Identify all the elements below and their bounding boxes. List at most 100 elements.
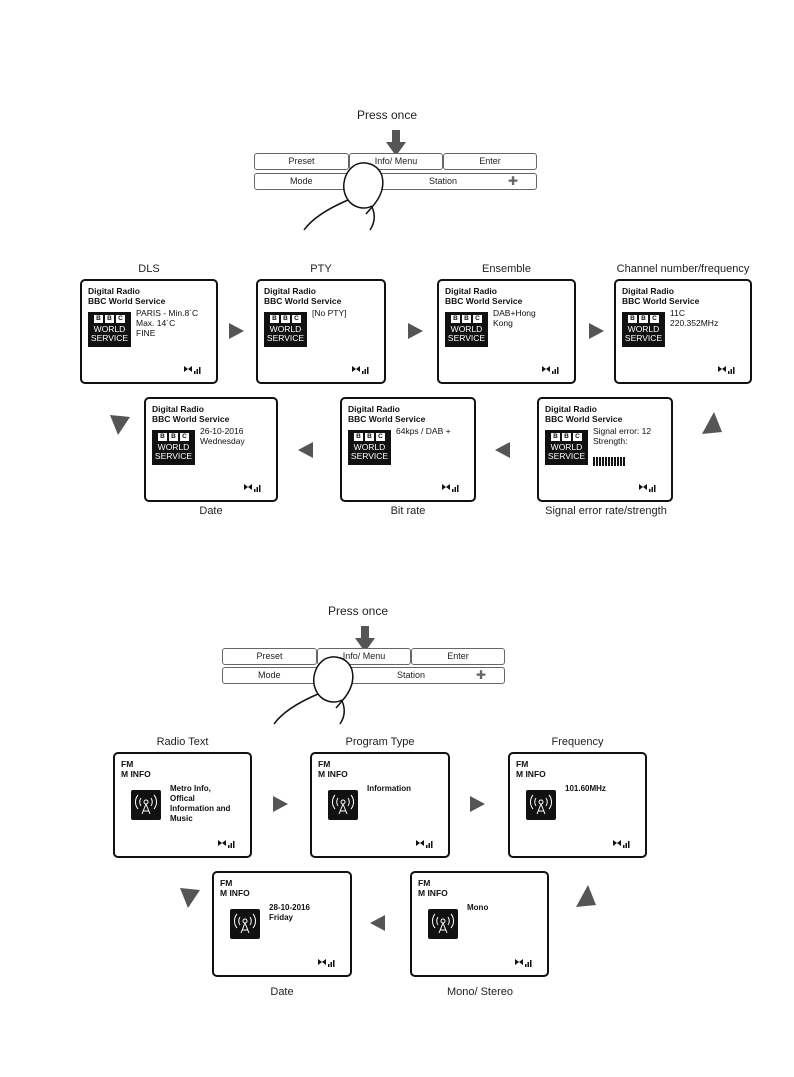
mode-label: Mode: [258, 670, 281, 680]
next-arrow-icon: [273, 796, 288, 812]
fm-radio-icon: [526, 790, 556, 820]
fm-screen: FM M INFO Information: [310, 752, 450, 858]
signal-icon: [218, 839, 236, 850]
screen-info: Information: [367, 784, 411, 793]
signal-icon: [184, 365, 202, 376]
fm-radio-icon: [428, 909, 458, 939]
screen-line2: M INFO: [516, 769, 546, 779]
screen-line1: Digital Radio: [152, 404, 204, 414]
prev-arrow-icon: [495, 442, 510, 458]
screen-info: 64kps / DAB +: [396, 426, 451, 436]
screen-line2: BBC World Service: [88, 296, 166, 306]
down-arrow-icon: [355, 626, 375, 652]
signal-icon: [352, 365, 370, 376]
screen-line2: M INFO: [418, 888, 448, 898]
next-arrow-icon: [470, 796, 485, 812]
press-once-label: Press once: [357, 108, 418, 122]
signal-icon: [515, 958, 533, 969]
hand-icon: [303, 162, 384, 231]
caption-date: Date: [199, 505, 223, 517]
screen-info: 28-10-2016 Friday: [269, 903, 310, 922]
screen-line1: FM: [516, 759, 529, 769]
enter-button[interactable]: Enter: [443, 153, 537, 170]
screen-line2: M INFO: [220, 888, 250, 898]
caption-radio-text: Radio Text: [156, 736, 209, 748]
prev-arrow-icon: [370, 915, 385, 931]
mode-station-bar[interactable]: Mode Station ✚: [222, 667, 505, 684]
station-label: Station: [429, 176, 458, 186]
fm-screen: FM M INFO Mono: [410, 871, 549, 977]
signal-icon: [244, 483, 262, 494]
signal-icon: [639, 483, 657, 494]
station-label: Station: [397, 670, 426, 680]
mode-label: Mode: [290, 176, 313, 186]
caption-mono-stereo: Mono/ Stereo: [446, 986, 514, 998]
press-once-label: Press once: [328, 604, 389, 618]
caption-channel: Channel number/frequency: [616, 263, 750, 275]
caption-pty: PTY: [310, 263, 332, 275]
next-arrow-icon: [408, 323, 423, 339]
button-panel: Preset Info/ Menu Enter Mode Station ✚: [254, 153, 537, 193]
signal-strength-bars: [593, 457, 626, 466]
plus-icon: ✚: [476, 668, 487, 682]
screen-line1: Digital Radio: [88, 286, 140, 296]
caption-frequency: Frequency: [551, 736, 604, 748]
screen-info: PARIS - Min.8´C Max. 14´C FINE: [136, 308, 199, 338]
screen-line2: BBC World Service: [264, 296, 342, 306]
fm-screen: FM M INFO 101.60MHz: [508, 752, 647, 858]
screen-line2: BBC World Service: [445, 296, 523, 306]
caption-program-type: Program Type: [345, 736, 415, 748]
screen-info: Signal error: 12 Strength:: [593, 426, 652, 446]
screen-line2: M INFO: [318, 769, 348, 779]
signal-icon: [542, 365, 560, 376]
caption-dls: DLS: [138, 263, 160, 275]
fm-radio-icon: [131, 790, 161, 820]
screen-info: Metro Info, Offical Information and Musi…: [170, 784, 231, 823]
prev-arrow-icon: [180, 888, 200, 908]
screen-line1: FM: [121, 759, 134, 769]
screen-info: 11C 220.352MHz: [670, 308, 719, 328]
screen-info: Mono: [467, 903, 489, 912]
screen-line2: BBC World Service: [622, 296, 700, 306]
screen-info: [No PTY]: [312, 308, 347, 318]
preset-button[interactable]: Preset: [222, 648, 317, 665]
screen-line1: Digital Radio: [264, 286, 316, 296]
caption-bitrate: Bit rate: [390, 505, 426, 517]
plus-icon: ✚: [508, 174, 519, 188]
screen-line1: FM: [318, 759, 331, 769]
screen-info: 101.60MHz: [565, 784, 606, 793]
mode-station-bar[interactable]: Mode Station ✚: [254, 173, 537, 190]
signal-icon: [416, 839, 434, 850]
prev-arrow-icon: [298, 442, 313, 458]
signal-icon: [718, 365, 736, 376]
screen-line1: Digital Radio: [545, 404, 597, 414]
enter-button[interactable]: Enter: [411, 648, 505, 665]
preset-button[interactable]: Preset: [254, 153, 349, 170]
prev-arrow-icon: [110, 415, 130, 435]
signal-icon: [613, 839, 631, 850]
screen-line1: Digital Radio: [348, 404, 400, 414]
screen-line2: BBC World Service: [545, 414, 623, 424]
screen-info: 26-10-2016 Wednesday: [200, 426, 245, 446]
caption-fm-date: Date: [270, 986, 294, 998]
caption-signal: Signal error rate/strength: [545, 505, 667, 517]
hand-icon: [273, 656, 354, 725]
screen-line1: Digital Radio: [445, 286, 497, 296]
screen-line2: BBC World Service: [152, 414, 230, 424]
fm-screen: FM M INFO 28-10-2016 Friday: [212, 871, 352, 977]
fm-screen: FM M INFO Metro Info, Offical Informatio…: [113, 752, 252, 858]
screen-line2: BBC World Service: [348, 414, 426, 424]
screen-line1: FM: [418, 878, 431, 888]
